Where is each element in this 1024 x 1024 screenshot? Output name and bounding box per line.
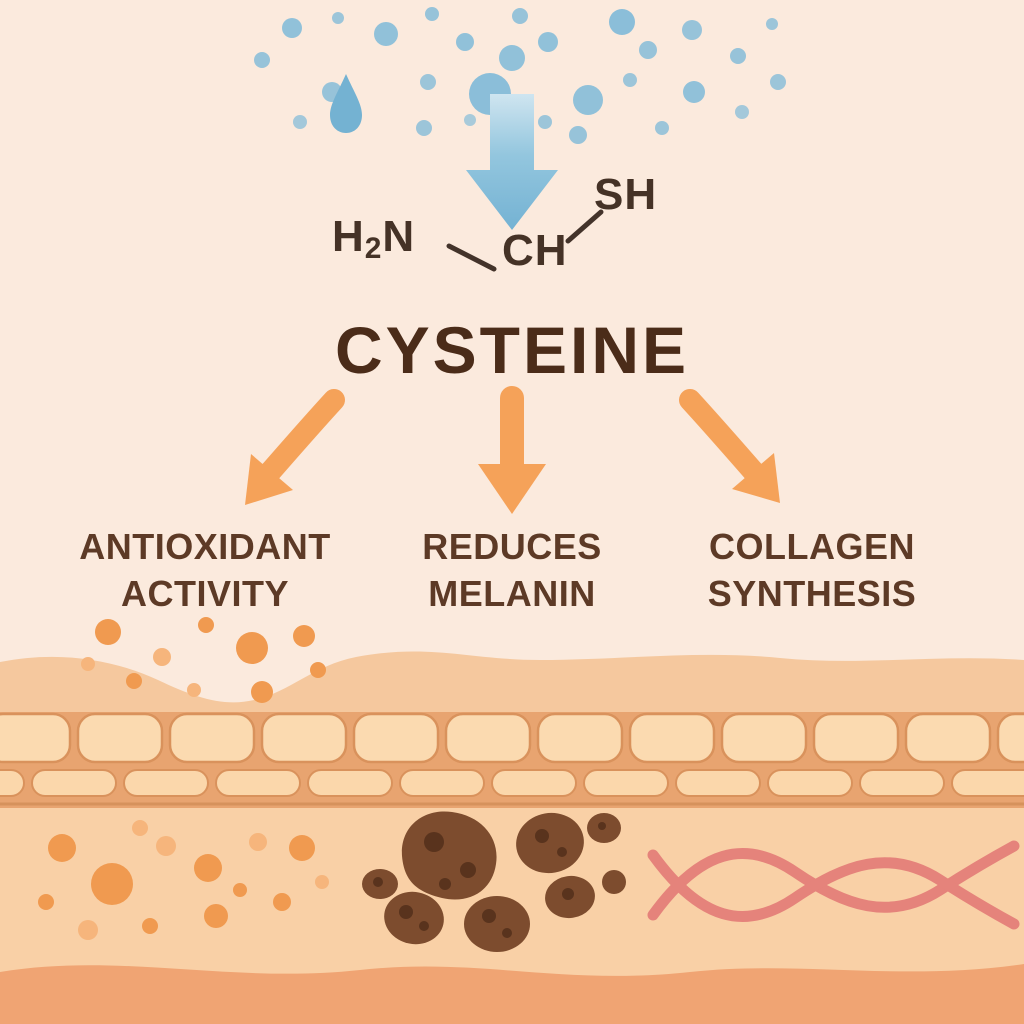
- label-line: SYNTHESIS: [707, 572, 917, 614]
- benefit-arrows: [245, 386, 780, 514]
- formula-sh: SH: [594, 170, 658, 219]
- formula-amine-group: H2N: [332, 212, 416, 265]
- melanin-blobs: [362, 811, 626, 952]
- label-line: ANTIOXIDANT: [79, 526, 331, 567]
- skin-cross-section: [0, 651, 1024, 1024]
- label-collagen-synthesis: COLLAGEN SYNTHESIS: [640, 524, 984, 618]
- label-line: MELANIN: [428, 572, 596, 614]
- antioxidant-dots-surface: [81, 617, 326, 703]
- water-drop-icon: [330, 74, 362, 133]
- arrow-right-icon: [679, 389, 764, 482]
- epidermis-cells-row1: [0, 712, 1024, 764]
- collagen-fibers: [647, 840, 1020, 930]
- formula-ch-group: CH: [502, 226, 568, 276]
- page-title: CYSTEINE: [334, 313, 690, 387]
- skin-surface-layer: [0, 651, 1024, 712]
- formula-thiol-group: SH: [594, 170, 657, 220]
- label-line: REDUCES: [422, 526, 602, 567]
- antioxidant-dots-dermis: [38, 820, 329, 940]
- label-antioxidant-activity: ANTIOXIDANT ACTIVITY: [28, 524, 382, 618]
- blue-droplets-icon: [254, 7, 786, 144]
- down-arrow-icon: [466, 94, 558, 230]
- label-reduces-melanin: REDUCES MELANIN: [340, 524, 684, 618]
- arrow-left-head: [245, 454, 293, 505]
- chemical-bond-lines: [446, 209, 604, 272]
- melanin-spots: [373, 822, 606, 938]
- arrow-right-head: [732, 453, 780, 503]
- formula-ch: CH: [502, 226, 568, 275]
- arrow-left-icon: [260, 389, 345, 482]
- formula-subscript: 2: [364, 231, 383, 265]
- label-line: COLLAGEN: [709, 526, 915, 567]
- formula-h: H: [332, 212, 365, 261]
- deep-skin-layer: [0, 964, 1024, 1024]
- formula-n: N: [382, 212, 416, 261]
- label-line: ACTIVITY: [120, 572, 289, 614]
- epidermis-cells-row2: [0, 769, 1024, 797]
- arrow-middle-head: [478, 464, 546, 514]
